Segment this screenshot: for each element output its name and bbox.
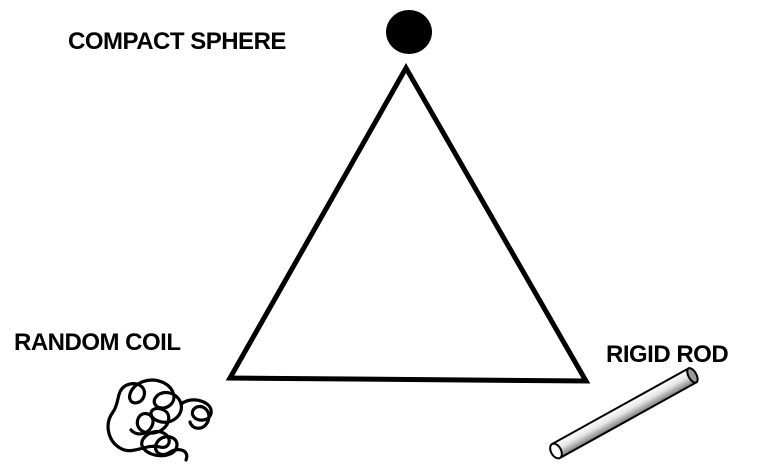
random-coil-icon	[108, 380, 211, 460]
triangle	[230, 68, 586, 381]
sphere-icon	[386, 10, 432, 54]
